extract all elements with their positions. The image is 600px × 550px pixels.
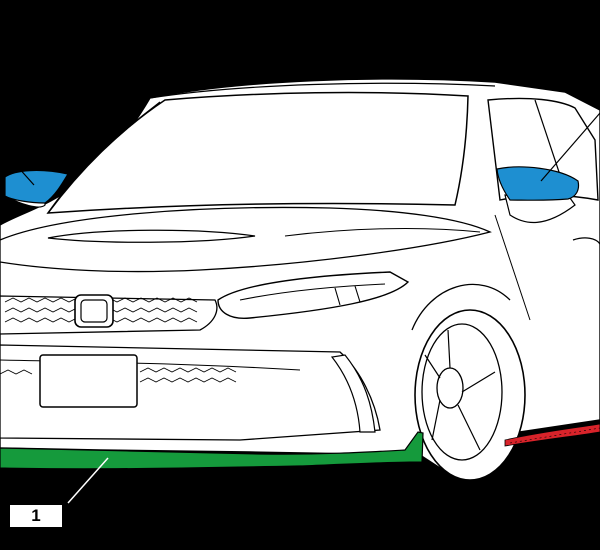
- roof-line: [149, 82, 496, 99]
- headlight: [217, 271, 410, 319]
- license-plate: [39, 354, 138, 408]
- door-handle: [572, 237, 600, 245]
- bumper-crease: [0, 359, 301, 371]
- mirror-cover-right: [496, 166, 580, 201]
- headlight-inner: [239, 283, 386, 306]
- mirror-cover-left: [4, 169, 69, 204]
- hood-scoop: [47, 229, 256, 243]
- front-wheel: [414, 309, 526, 481]
- bumper-side-intake: [330, 354, 376, 433]
- hood-crease: [284, 228, 481, 237]
- leader-line-callout-1: [67, 457, 109, 504]
- side-skirt-hatch: [509, 427, 600, 444]
- windshield: [46, 91, 469, 214]
- a-pillar-left: [47, 101, 161, 214]
- brand-emblem: [74, 294, 114, 328]
- side-skirt: [504, 423, 600, 447]
- mirror-arm-right: [504, 194, 576, 224]
- leader-line-left-mirror: [0, 146, 35, 186]
- leader-line-right-mirror: [540, 112, 600, 182]
- wheel-arch: [411, 283, 511, 331]
- lower-grille-mesh: [0, 367, 237, 383]
- door-line: [494, 214, 531, 321]
- callout-label-1: 1: [9, 504, 63, 528]
- brand-emblem-inner: [80, 299, 108, 323]
- hood: [0, 206, 492, 273]
